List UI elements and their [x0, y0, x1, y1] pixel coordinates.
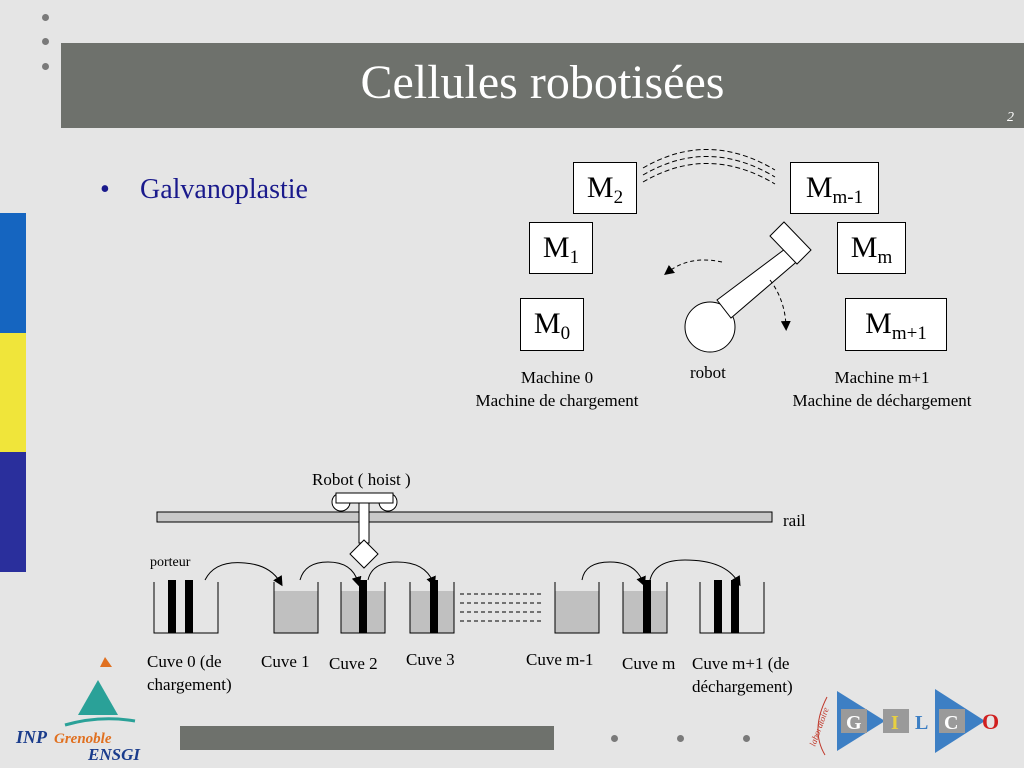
machine-subscript: 2: [613, 187, 624, 208]
gilco-letter-o: O: [982, 709, 999, 734]
rail: [156, 511, 773, 523]
machine-box-mm-1: Mm-1: [790, 162, 879, 214]
tank-0: [153, 580, 219, 634]
rail-label: rail: [783, 511, 806, 530]
machine-label: M: [805, 171, 833, 204]
tank-2: [340, 580, 386, 634]
gilco-arc-text: laboratoire: [807, 706, 830, 748]
footer-dot: [677, 735, 684, 742]
machine-label: M: [533, 307, 561, 340]
page-number: 2: [1007, 110, 1014, 125]
footer-dot: [611, 735, 618, 742]
robot-base: [684, 301, 736, 353]
machine-label: M: [542, 231, 570, 264]
side-stripe-navy: [0, 452, 26, 572]
tank-m+1: [699, 580, 765, 634]
grenoble-text: Grenoble: [54, 731, 112, 747]
tank-label-0: Cuve 0 (de chargement): [147, 650, 232, 696]
transfer-arrows: [204, 559, 741, 587]
hoist-label: Robot ( hoist ): [312, 470, 411, 489]
tank-label-m-1: Cuve m-1: [526, 650, 594, 669]
machine-subscript: 0: [560, 323, 571, 344]
machinem1-label: Machine m+1 Machine de déchargement: [772, 366, 992, 412]
machine-subscript: 1: [569, 247, 580, 268]
bullet-text: Galvanoplastie: [140, 174, 308, 205]
tank-label-m: Cuve m: [622, 654, 676, 673]
corner-dot: [42, 63, 49, 70]
hoist: [331, 492, 398, 569]
machine-box-mm+1: Mm+1: [845, 298, 947, 351]
corner-dot: [42, 38, 49, 45]
tank-label-line: chargement): [147, 675, 232, 694]
bullet-marker: •: [100, 174, 110, 205]
tank-1: [273, 582, 319, 634]
tank-3: [409, 580, 455, 634]
machine0-label: Machine 0 Machine de chargement: [452, 366, 662, 412]
machine0-line2: Machine de chargement: [475, 391, 639, 410]
tank-label-m+1: Cuve m+1 (de déchargement): [692, 652, 793, 698]
machine-box-mm: Mm: [837, 222, 906, 274]
machine-label: M: [586, 171, 614, 204]
carrier-label: porteur: [150, 555, 191, 570]
title-bar: Cellules robotisées 2: [61, 43, 1024, 128]
machine-label: M: [865, 307, 892, 340]
tank-label-2: Cuve 2: [329, 654, 378, 673]
inp-grenoble-logo: INP Grenoble ENSGI: [15, 657, 141, 764]
side-stripe-yellow: [0, 333, 26, 452]
gilco-letter-l: L: [915, 712, 928, 734]
tank-label-line: Cuve m+1 (de: [692, 654, 790, 673]
machine-box-m0: M0: [520, 298, 584, 351]
machine-label: M: [850, 231, 878, 264]
machine-box-m2: M2: [573, 162, 637, 214]
dashed-arc: [642, 149, 776, 185]
robot-label: robot: [690, 363, 726, 382]
slide-title: Cellules robotisées: [360, 56, 725, 109]
bullet-item: • Galvanoplastie: [100, 174, 308, 206]
gilco-letter-c: C: [944, 712, 958, 734]
rotation-arrow-left: [664, 259, 723, 276]
tank-label-1: Cuve 1: [261, 652, 310, 671]
corner-dot: [42, 14, 49, 21]
machine-box-m1: M1: [529, 222, 593, 274]
machine-subscript: m+1: [891, 323, 927, 344]
gilco-letter-i: I: [891, 712, 899, 734]
ensgi-text: ENSGI: [87, 745, 141, 764]
tank-label-line: Cuve 0 (de: [147, 652, 222, 671]
side-stripe-blue: [0, 213, 26, 333]
tank-m-1: [554, 582, 600, 634]
tank-dashes: [460, 593, 541, 622]
machine0-line1: Machine 0: [520, 368, 594, 387]
footer-dot: [743, 735, 750, 742]
inp-text: INP: [15, 727, 48, 747]
rotation-arrow-right: [769, 279, 791, 331]
tank-m: [622, 580, 668, 634]
gilco-letter-g: G: [846, 712, 862, 734]
robot-gripper: [769, 221, 812, 265]
machinem1-line1: Machine m+1: [834, 368, 930, 387]
machinem1-line2: Machine de déchargement: [792, 391, 972, 410]
tank-label-3: Cuve 3: [406, 650, 455, 669]
machine-subscript: m: [877, 247, 893, 268]
tank-label-line: déchargement): [692, 677, 793, 696]
gilco-logo: laboratoire G I L C O: [807, 689, 999, 756]
machine-subscript: m-1: [832, 187, 864, 208]
bottom-bar: [180, 726, 554, 750]
